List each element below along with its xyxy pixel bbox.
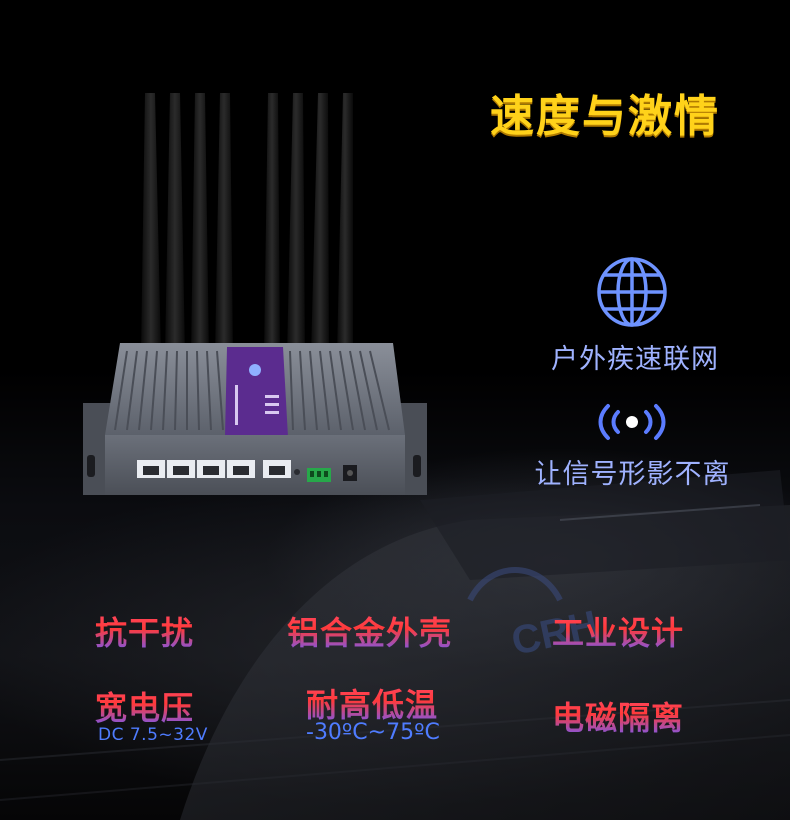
feature-outdoor-networking: 户外疾速联网 [551,344,719,375]
badge-wide-voltage-value: DC 7.5~32V [98,725,208,745]
signal-icon [598,404,666,440]
feature-signal: 让信号形影不离 [534,459,731,490]
badge-temperature: 耐高低温 [306,680,438,726]
page-title: 速度与激情 [490,91,720,142]
router-image [83,93,427,495]
badge-anti-interference: 抗干扰 [95,608,194,654]
badge-industrial-design: 工业设计 [552,608,684,654]
badge-em-isolation: 电磁隔离 [552,693,684,739]
badge-wide-voltage: 宽电压 [95,683,194,729]
badge-temperature-value: -30ºC~75ºC [306,720,440,745]
badge-aluminum-case: 铝合金外壳 [287,608,452,654]
globe-icon [597,257,667,327]
